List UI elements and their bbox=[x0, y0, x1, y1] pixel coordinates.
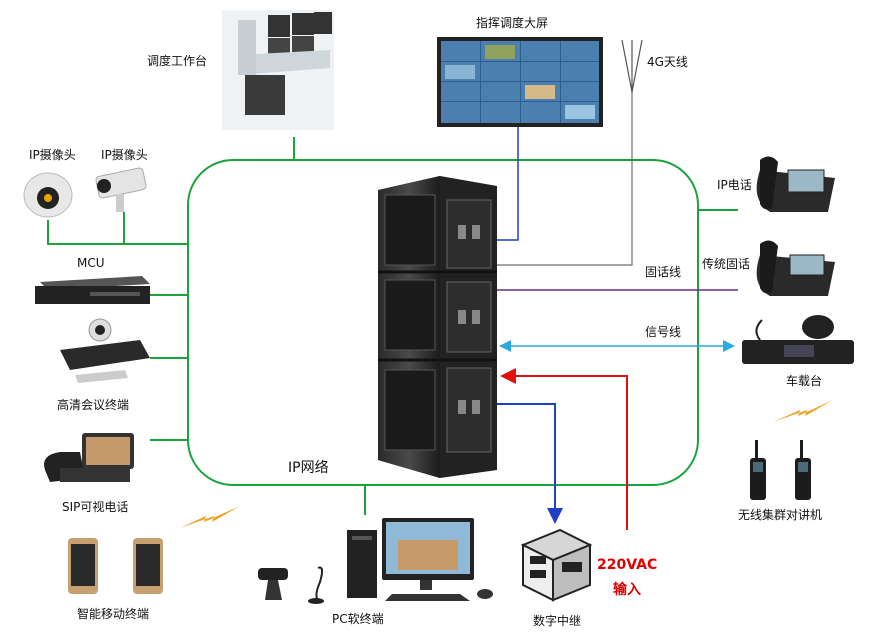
traditional-phone-icon bbox=[756, 240, 835, 296]
wireless-bolt-icon bbox=[180, 400, 833, 528]
vehicle-radio-icon bbox=[742, 315, 854, 364]
sip-video-phone-icon bbox=[44, 433, 134, 482]
screen-link bbox=[497, 125, 519, 241]
ip-camera-label-2: IP摄像头 bbox=[101, 148, 148, 162]
pc-softphone-icon bbox=[258, 518, 493, 604]
dispatch-workstation-label: 调度工作台 bbox=[147, 54, 208, 68]
digital-relay-label: 数字中继 bbox=[533, 614, 582, 628]
smart-mobile-terminal-icon bbox=[68, 538, 163, 594]
power-input-voltage-label: 220VAC bbox=[597, 557, 658, 573]
trunked-walkie-talkie-label: 无线集群对讲机 bbox=[738, 508, 823, 522]
landline-line-label: 固话线 bbox=[645, 265, 682, 279]
dispatch-workstation-icon bbox=[222, 10, 334, 130]
ip-network-connections bbox=[47, 137, 738, 515]
antenna-4g-icon bbox=[621, 39, 643, 93]
ip-camera-label-1: IP摄像头 bbox=[29, 148, 76, 162]
smart-mobile-terminal-label: 智能移动终端 bbox=[77, 607, 150, 621]
ip-phone-label: IP电话 bbox=[717, 178, 752, 192]
mcu-device-icon bbox=[35, 276, 150, 304]
traditional-phone-label: 传统固话 bbox=[702, 257, 751, 271]
sip-video-phone-label: SIP可视电话 bbox=[62, 500, 129, 514]
server-rack-icon bbox=[378, 176, 497, 478]
ip-phone-icon bbox=[756, 156, 835, 212]
antenna-link bbox=[497, 90, 633, 266]
ip-camera-dome-icon bbox=[23, 172, 73, 218]
command-screen-icon bbox=[437, 37, 603, 127]
trunked-walkie-talkie-icon bbox=[750, 440, 811, 500]
relay-link bbox=[497, 403, 563, 524]
signal-line-label: 信号线 bbox=[645, 325, 682, 339]
pc-softphone-label: PC软终端 bbox=[332, 612, 384, 626]
antenna-4g-label: 4G天线 bbox=[647, 55, 688, 69]
mcu-label: MCU bbox=[77, 256, 105, 270]
vehicle-radio-label: 车载台 bbox=[786, 374, 823, 388]
ip-camera-bullet-icon bbox=[95, 167, 147, 212]
ip-network-label: IP网络 bbox=[288, 460, 329, 476]
command-screen-label: 指挥调度大屏 bbox=[476, 16, 549, 30]
power-link bbox=[500, 368, 628, 530]
power-input-label: 输入 bbox=[613, 582, 641, 598]
hd-conference-terminal-icon bbox=[60, 318, 150, 383]
digital-relay-icon bbox=[520, 528, 593, 602]
ip-network-ring bbox=[187, 159, 699, 486]
hd-conference-terminal-label: 高清会议终端 bbox=[57, 398, 130, 412]
